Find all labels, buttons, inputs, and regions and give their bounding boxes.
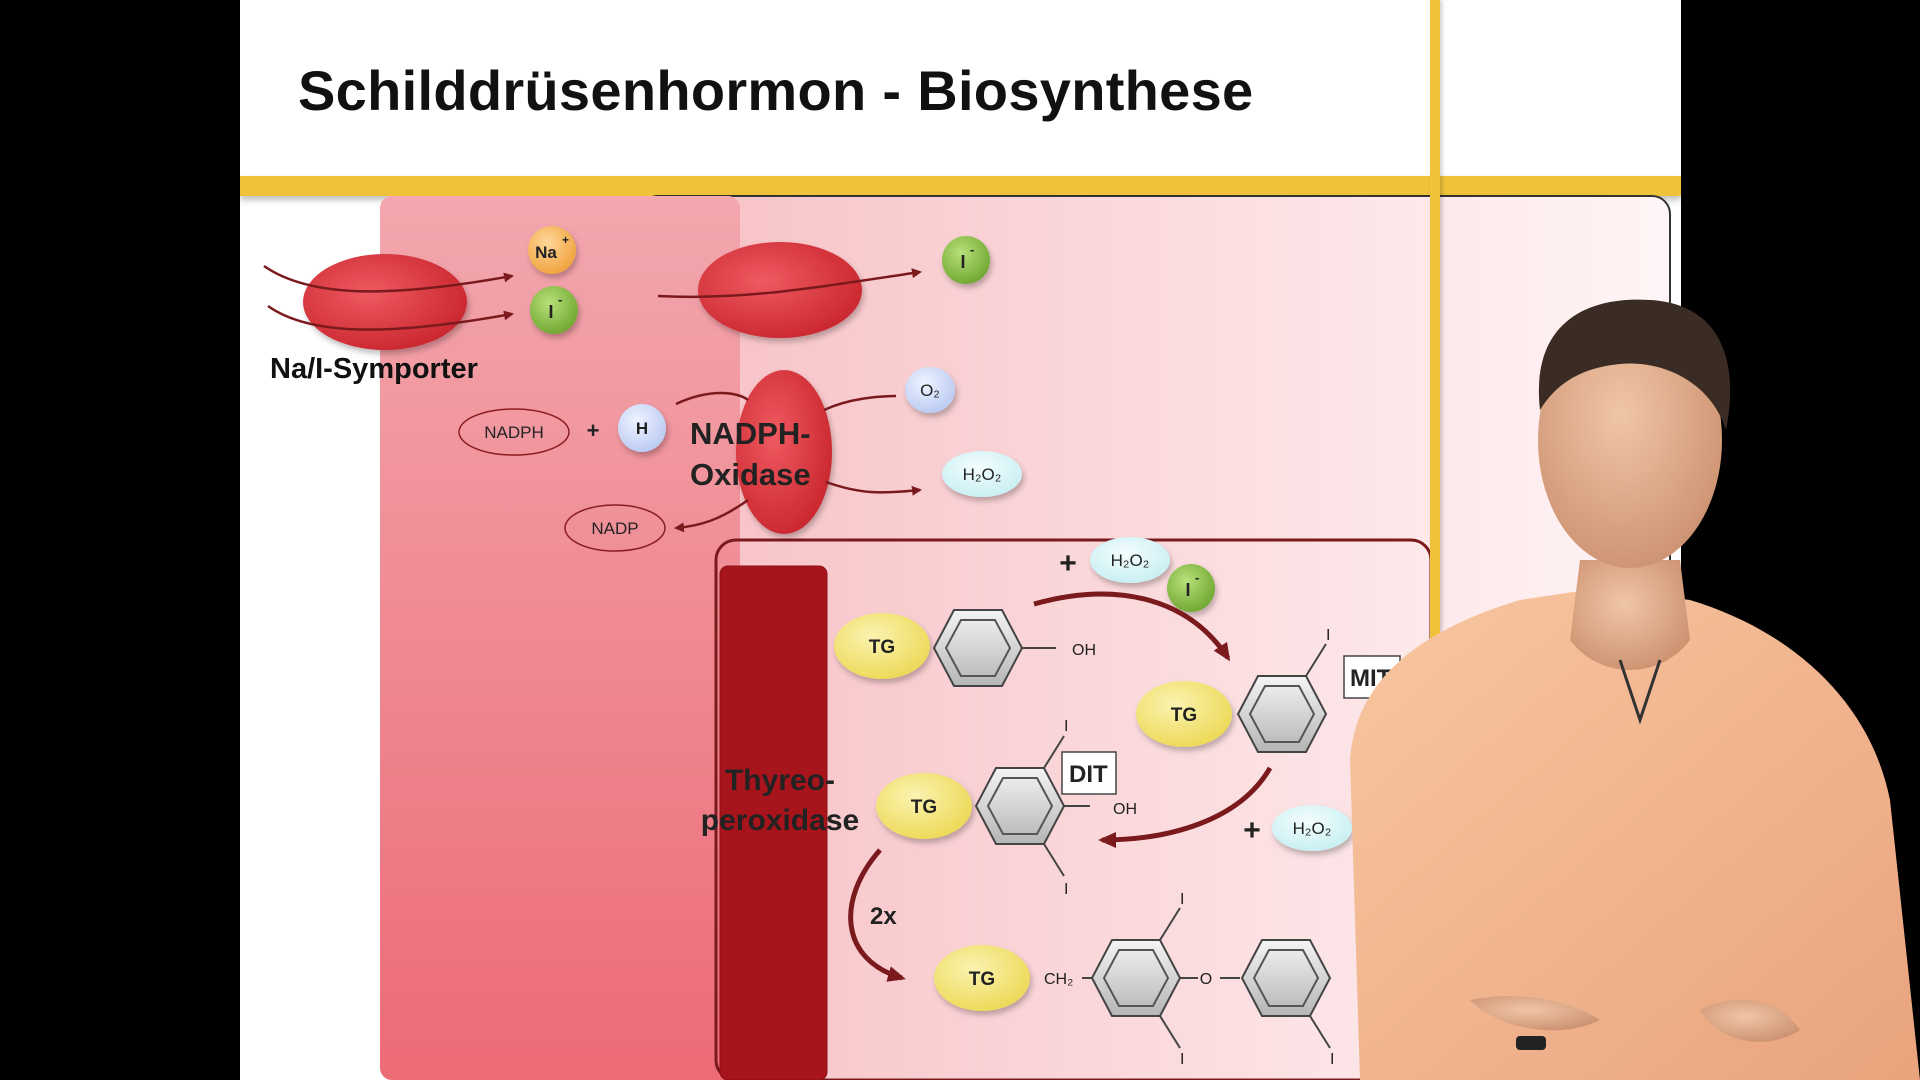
thyroxine-rings <box>1082 907 1332 1049</box>
iodine-label-t4-top: I <box>1180 891 1184 908</box>
presenter-hand-right <box>1700 999 1800 1042</box>
iodide-label-3: I <box>1185 580 1190 600</box>
iodide-ion-2 <box>942 236 990 284</box>
thyroglobulin-3 <box>876 773 972 839</box>
mit-ring <box>1236 643 1328 753</box>
na-i-symporter <box>263 254 514 350</box>
nadph-in-arrow <box>675 391 749 406</box>
iodine-label-t4-bottom: I <box>1180 1051 1184 1068</box>
lecture-slide: Schilddrüsenhormon - Biosynthese <box>240 0 1681 1080</box>
presenter-collar <box>1618 659 1662 725</box>
sodium-charge: + <box>562 233 569 247</box>
iodine-label-dit-bottom: I <box>1064 881 1068 898</box>
hydrogen-peroxide-1 <box>942 451 1022 497</box>
thyreoperoxidase-column <box>719 565 828 1080</box>
iodide-charge-3: - <box>1195 570 1199 585</box>
iodide-charge-2: - <box>970 242 974 257</box>
tg-label-3: TG <box>911 797 937 818</box>
sodium-ion <box>528 226 576 274</box>
iodide-label-2: I <box>960 252 965 272</box>
dit-label: DIT <box>1069 761 1108 788</box>
thyroglobulin-4 <box>934 945 1030 1011</box>
iodide-ion-1 <box>530 286 578 334</box>
tg-label-1: TG <box>869 637 895 658</box>
thyroglobulin-2 <box>1136 681 1232 747</box>
h2o2-label-2: H₂O₂ <box>1111 551 1150 570</box>
proton-label: H <box>636 419 648 438</box>
iodine-label-t4-right: I <box>1330 1051 1334 1068</box>
vertical-accent-bar <box>1430 0 1440 1080</box>
iodination-arrow <box>1033 591 1231 662</box>
iodide-label-1: I <box>548 302 553 322</box>
presenter-hair <box>1538 299 1731 430</box>
h2o2-label-3: H₂O₂ <box>1293 819 1332 838</box>
presenter-shirt <box>1350 588 1920 1080</box>
iodine-label-mit: I <box>1326 627 1330 644</box>
nadph-label: NADPH <box>484 423 544 442</box>
nadp-bubble <box>564 504 666 552</box>
dit-box <box>1061 751 1117 795</box>
nadph-bubble <box>458 408 570 456</box>
tg-label-4: TG <box>969 969 995 990</box>
oh-label-2: OH <box>1113 801 1137 818</box>
nadp-label: NADP <box>591 519 638 538</box>
iodide-charge-1: - <box>558 292 562 307</box>
presenter-neck <box>1570 560 1690 670</box>
thyroglobulin-1 <box>834 613 930 679</box>
nadp-out-arrow <box>674 498 749 533</box>
oh-label-1: OH <box>1072 642 1096 659</box>
peroxidase-label-line2: peroxidase <box>701 804 859 837</box>
proton <box>618 404 666 452</box>
plus-sign-2: + <box>1059 547 1077 580</box>
h2o2-label-1: H₂O₂ <box>963 465 1002 484</box>
ether-oxygen-label: O <box>1200 971 1212 988</box>
presenter <box>1350 299 1920 1080</box>
oxygen-molecule <box>905 367 955 413</box>
ch2-label: CH₂ <box>1044 971 1073 988</box>
sodium-label: Na <box>535 243 557 262</box>
coupling-label: 2x <box>870 903 897 930</box>
symporter-label: Na/I-Symporter <box>270 353 478 385</box>
oxidase-label-line1: NADPH- <box>690 416 811 451</box>
clicker-remote <box>1516 1036 1546 1050</box>
hydrogen-peroxide-2 <box>1090 537 1170 583</box>
plus-sign-1: + <box>587 418 600 443</box>
nadph-oxidase <box>736 370 832 534</box>
dit-ring <box>974 735 1090 877</box>
tg-label-2: TG <box>1171 705 1197 726</box>
o2-arrow <box>823 394 897 412</box>
title-accent-bar <box>240 176 1681 196</box>
plus-sign-3: + <box>1243 814 1261 847</box>
coupling-arrow <box>848 848 906 982</box>
iodide-ion-3 <box>1167 564 1215 612</box>
hydrogen-peroxide-3 <box>1272 805 1352 851</box>
h2o2-arrow <box>825 480 922 496</box>
iodine-label-dit-top: I <box>1064 718 1068 735</box>
slide-title: Schilddrüsenhormon - Biosynthese <box>298 59 1254 122</box>
oxidase-label-line2: Oxidase <box>690 457 811 492</box>
tyrosine-ring <box>932 609 1056 687</box>
presenter-face <box>1538 312 1722 568</box>
iodide-channel <box>657 242 922 338</box>
peroxidase-label-line1: Thyreo- <box>725 764 835 797</box>
presenter-hand-left <box>1470 996 1600 1031</box>
oxygen-label: O₂ <box>920 381 940 400</box>
second-iodination-arrow <box>1098 766 1273 848</box>
